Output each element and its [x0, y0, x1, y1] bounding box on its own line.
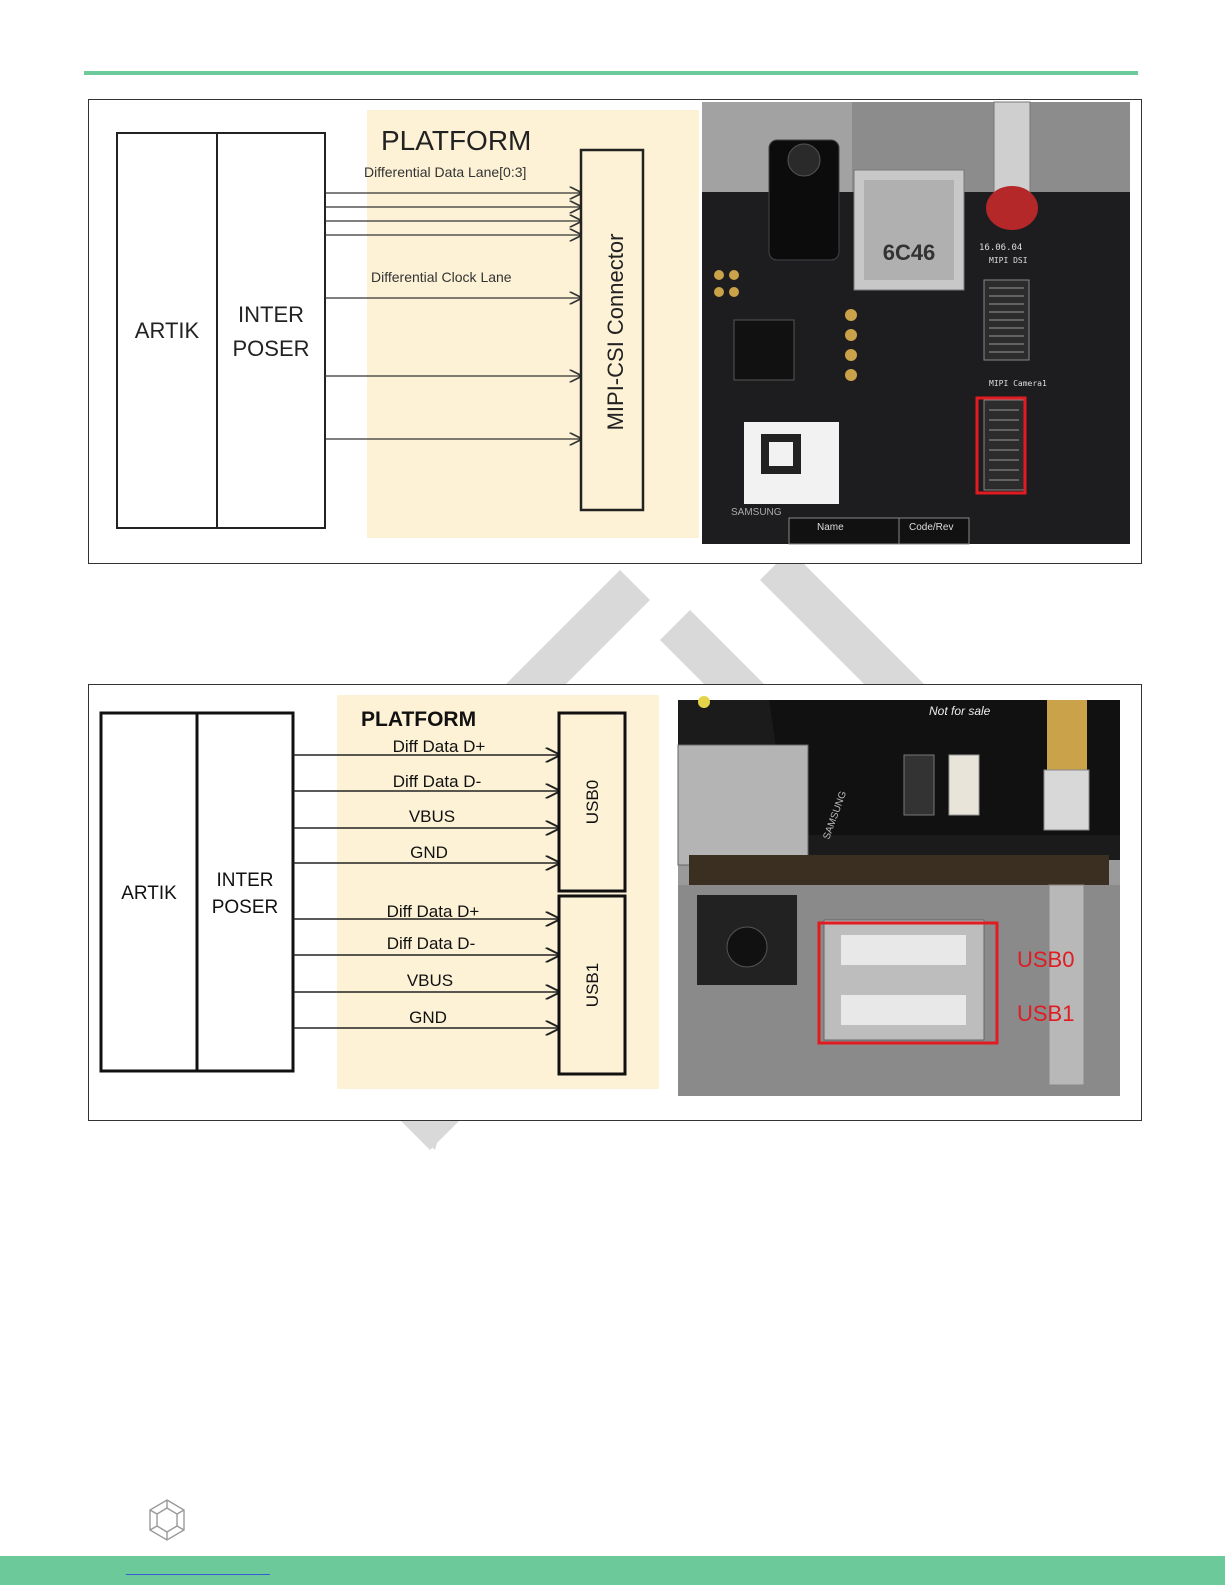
usb-figure: ARTIK INTER POSER PLATFORM Diff Data D+ … [88, 684, 1142, 1121]
interposer-block [217, 133, 325, 528]
interposer-label-line2: POSER [212, 897, 279, 918]
artik-label: ARTIK [121, 883, 177, 904]
interposer-label-line1: INTER [217, 870, 274, 891]
name-text: Name [817, 522, 844, 533]
csi-text: MIPI DSI [989, 256, 1028, 265]
interposer-block [197, 713, 293, 1071]
mipi-csi-figure: ARTIK INTER POSER PLATFORM Differential … [88, 99, 1142, 564]
interposer-label-line1: INTER [238, 302, 304, 327]
usb-diagram: ARTIK INTER POSER PLATFORM Diff Data D+ … [89, 685, 1141, 1120]
usb0-signal-3: GND [410, 843, 448, 862]
usb0-signal-2: VBUS [409, 807, 455, 826]
artik-label: ARTIK [135, 318, 200, 343]
mipi-csi-diagram: ARTIK INTER POSER PLATFORM Differential … [89, 100, 1141, 563]
board-photo-1: 6C46 16.06.04 MIPI DSI MIPI Camera1 [702, 102, 1130, 544]
code-text: Code/Rev [909, 522, 953, 533]
connector-label: MIPI-CSI Connector [603, 234, 628, 431]
brand-text: SAMSUNG [731, 507, 782, 518]
board-photo-2: USB0 USB1 SAMSUNG Not for sale [678, 696, 1120, 1096]
footer-link[interactable] [126, 1574, 270, 1575]
usb0-callout: USB0 [1017, 947, 1074, 972]
usb1-signal-1: Diff Data D- [387, 934, 476, 953]
usb1-label: USB1 [583, 963, 602, 1007]
usb1-callout: USB1 [1017, 1001, 1074, 1026]
footer-bar [0, 1556, 1225, 1585]
data-lane-label: Differential Data Lane[0:3] [364, 164, 526, 180]
date-text: 16.06.04 [979, 243, 1022, 253]
sale-text: Not for sale [929, 704, 991, 718]
usb0-signal-0: Diff Data D+ [393, 737, 486, 756]
cube-logo-icon [147, 1498, 187, 1542]
usb1-signal-3: GND [409, 1008, 447, 1027]
usb0-signal-1: Diff Data D- [393, 772, 482, 791]
header-rule [84, 71, 1138, 75]
platform-label: PLATFORM [381, 125, 531, 156]
usb1-signal-0: Diff Data D+ [387, 902, 480, 921]
camera-text: MIPI Camera1 [989, 379, 1047, 388]
usb0-label: USB0 [583, 780, 602, 824]
chip-text: 6C46 [883, 240, 936, 265]
usb1-signal-2: VBUS [407, 971, 453, 990]
clock-lane-label: Differential Clock Lane [371, 269, 512, 285]
interposer-label-line2: POSER [232, 336, 309, 361]
platform-label: PLATFORM [361, 708, 476, 731]
